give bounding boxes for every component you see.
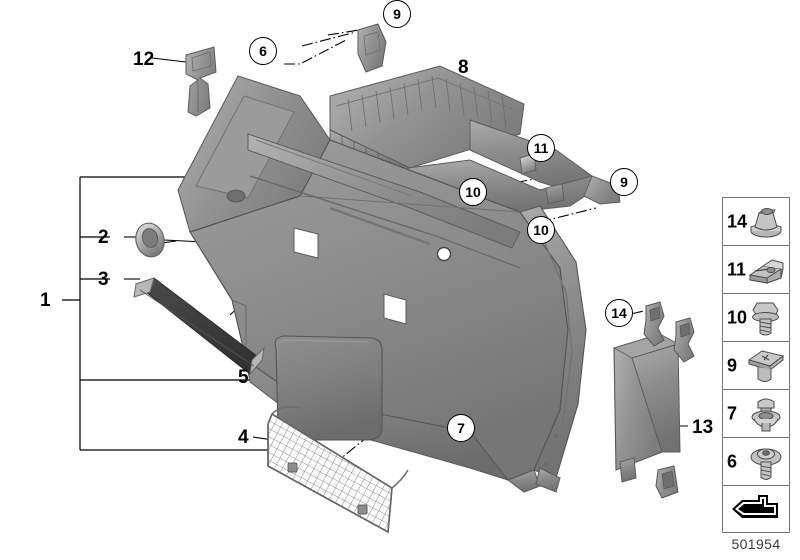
legend-row-6: 6 bbox=[723, 438, 789, 486]
part-5-cover-flap bbox=[274, 335, 383, 441]
callout-9-right: 9 bbox=[610, 168, 638, 196]
label-3: 3 bbox=[98, 269, 109, 290]
label-8: 8 bbox=[458, 57, 469, 78]
label-13: 13 bbox=[692, 417, 714, 438]
direction-of-travel-arrow-icon bbox=[732, 495, 778, 518]
hex-flange-screw-icon bbox=[752, 302, 779, 335]
legend-row-11: 11 bbox=[723, 246, 789, 294]
legend-number-7: 7 bbox=[727, 403, 738, 423]
legend-row-7: 7 bbox=[723, 390, 789, 438]
callout-9-upper: 9 bbox=[383, 0, 411, 28]
callout-7: 7 bbox=[447, 414, 475, 442]
torx-flange-screw-icon bbox=[750, 448, 782, 480]
label-2: 2 bbox=[98, 227, 109, 248]
legend-row-10: 10 bbox=[723, 294, 789, 342]
legend-number-6: 6 bbox=[727, 451, 738, 472]
label-1: 1 bbox=[40, 290, 51, 311]
callout-10-lower: 10 bbox=[527, 216, 555, 244]
label-4: 4 bbox=[238, 427, 249, 448]
legend-row-14: 14 bbox=[723, 198, 789, 246]
label-12: 12 bbox=[133, 49, 155, 70]
diagram-id-number: 501954 bbox=[731, 536, 781, 552]
callout-6: 6 bbox=[249, 37, 277, 65]
part-4-mesh-net bbox=[267, 406, 409, 534]
callout-14: 14 bbox=[605, 299, 633, 327]
flange-nut-icon bbox=[750, 207, 782, 237]
part-2-grommet bbox=[135, 222, 165, 258]
expanding-rivet-icon bbox=[751, 398, 781, 431]
legend-number-14: 14 bbox=[727, 211, 748, 231]
direction-arrow-cell bbox=[722, 485, 790, 533]
square-head-plastic-nut-icon bbox=[747, 349, 785, 382]
callout-11: 11 bbox=[527, 134, 555, 162]
legend-number-9: 9 bbox=[727, 355, 738, 375]
sheet-metal-clip-nut-icon bbox=[749, 258, 784, 284]
label-5: 5 bbox=[238, 367, 249, 388]
callout-10-upper: 10 bbox=[459, 178, 487, 206]
part-13-bracket bbox=[612, 301, 695, 499]
main-trim-panel bbox=[177, 75, 587, 493]
part-8-upper-rail bbox=[329, 23, 621, 215]
part-12-clip bbox=[185, 46, 217, 117]
legend-number-10: 10 bbox=[727, 307, 748, 327]
part-3-sill-strip bbox=[133, 277, 265, 376]
fastener-legend-table: 14 11 10 bbox=[722, 197, 790, 487]
legend-number-11: 11 bbox=[727, 259, 747, 279]
legend-row-9: 9 bbox=[723, 342, 789, 390]
